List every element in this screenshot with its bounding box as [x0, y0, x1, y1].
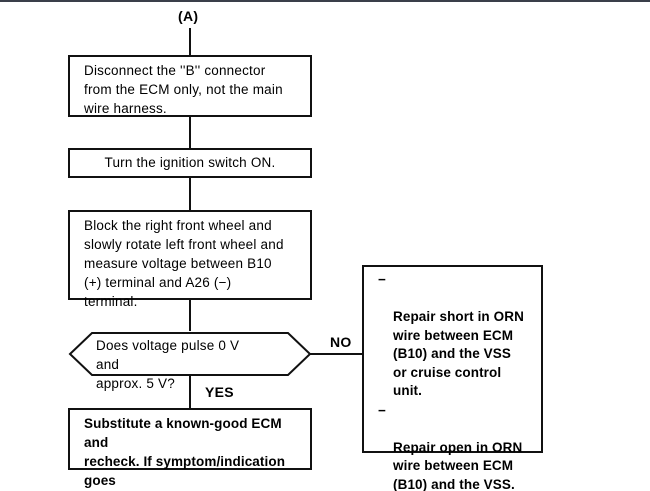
page-top-rule	[0, 0, 650, 2]
node-action-substitute-ecm	[68, 408, 312, 470]
node-step-disconnect-text: Disconnect the ''B'' connector from the …	[84, 63, 283, 116]
edge-entry-to-disconnect	[189, 28, 191, 55]
entry-connector-tag: (A)	[176, 8, 201, 24]
edge-yes-branch	[189, 376, 191, 408]
dash-bullet-icon: −	[378, 402, 386, 418]
node-step-disconnect	[68, 55, 312, 117]
edge-disconnect-to-ignition	[189, 117, 191, 148]
node-step-measure-text: Block the right front wheel and slowly r…	[84, 218, 284, 309]
node-step-ignition-text: Turn the ignition switch ON.	[104, 155, 276, 170]
node-decision-voltage-pulse-text: Does voltage pulse 0 V and approx. 5 V?	[96, 338, 240, 391]
node-step-measure	[68, 210, 312, 300]
dash-bullet-icon: −	[378, 272, 386, 287]
edge-label-no: NO	[328, 334, 354, 350]
node-action-repair	[362, 265, 543, 453]
node-action-substitute-ecm-text: Substitute a known-good ECM and recheck.…	[84, 416, 286, 488]
list-item: − Repair open in ORN wire between ECM (B…	[378, 402, 538, 491]
edge-label-yes: YES	[203, 384, 236, 400]
node-action-repair-list: − Repair short in ORN wire between ECM (…	[378, 271, 538, 491]
edge-measure-to-decision	[189, 300, 191, 331]
edge-ignition-to-measure	[189, 178, 191, 210]
list-item-text: Repair open in ORN wire between ECM (B10…	[393, 439, 523, 491]
list-item-text: Repair short in ORN wire between ECM (B1…	[393, 309, 524, 398]
edge-no-branch	[310, 353, 362, 355]
list-item: − Repair short in ORN wire between ECM (…	[378, 271, 538, 401]
node-step-ignition	[68, 148, 312, 178]
